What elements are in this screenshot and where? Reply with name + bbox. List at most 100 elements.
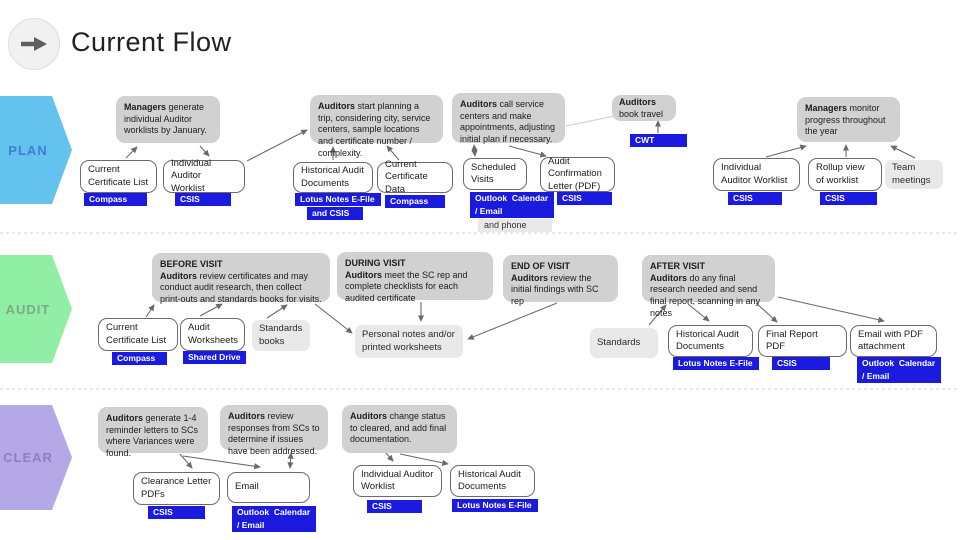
activity-bold: Auditors xyxy=(106,413,143,423)
lane-plan-label: PLAN xyxy=(8,142,48,158)
activity-header: DURING VISIT xyxy=(345,258,406,268)
artifact-label: Historical Audit Documents xyxy=(458,468,521,492)
system-chip-csis: CSIS xyxy=(367,500,422,513)
artifact-label: Email xyxy=(235,481,259,493)
activity-managers-generate-worklists: Managers generate individual Auditor wor… xyxy=(116,96,220,143)
artifact-label: Clearance Letter PDFs xyxy=(141,476,212,500)
activity-bold: Auditors xyxy=(650,272,687,283)
activity-text: review responses from SCs to determine i… xyxy=(228,411,320,457)
system-chip-shared-drive: Shared Drive xyxy=(183,351,247,364)
artifact-email-with-pdf: Email with PDF attachment xyxy=(850,325,937,357)
activity-text: call service centers and make appointmen… xyxy=(460,99,556,145)
artifact-current-certificate-list: Current Certificate List xyxy=(80,160,157,193)
note-label: Standards books xyxy=(259,323,303,347)
activity-bold: Auditors xyxy=(511,272,548,283)
note-team-meetings: Team meetings xyxy=(885,160,943,189)
artifact-email: Email xyxy=(227,472,310,503)
activity-reminder-letters: Auditors generate 1-4 reminder letters t… xyxy=(98,407,208,458)
activity-before-visit: BEFORE VISIT Auditors review certificate… xyxy=(152,253,330,305)
system-chip-lotus-notes: Lotus Notes E-File xyxy=(673,357,759,370)
activity-auditors-plan-trip: Auditors start planning a trip, consider… xyxy=(310,95,443,158)
artifact-label: Historical Audit Documents xyxy=(301,165,364,189)
activity-text: meet the SC rep and complete checklists … xyxy=(345,269,468,304)
artifact-label: Audit Worksheets xyxy=(188,322,238,346)
note-standards-books: Standards books xyxy=(252,320,310,351)
artifact-historical-audit-documents: Historical Audit Documents xyxy=(450,465,535,497)
activity-text: monitor progress throughout the year xyxy=(805,103,886,137)
activity-text: review certificates and may conduct audi… xyxy=(160,270,322,305)
note-standards: Standards xyxy=(590,328,658,358)
artifact-individual-auditor-worklist: Individual Auditor Worklist xyxy=(353,465,442,497)
activity-auditors-call-service-centers: Auditors call service centers and make a… xyxy=(452,93,565,145)
system-chip-cwt: CWT xyxy=(630,134,687,147)
activity-text: generate individual Auditor worklists by… xyxy=(124,102,207,136)
system-chip-compass: Compass xyxy=(112,352,167,365)
artifact-label: Individual Auditor Worklist xyxy=(361,468,434,492)
artifact-clearance-letter-pdfs: Clearance Letter PDFs xyxy=(133,472,220,505)
note-label: Team meetings xyxy=(892,162,931,186)
system-chip-outlook-email: Outlook Calendar / Email xyxy=(232,506,317,532)
activity-bold: Auditors xyxy=(160,270,197,281)
system-chip-csis: CSIS xyxy=(772,357,830,370)
artifact-scheduled-visits: Scheduled Visits xyxy=(463,158,527,190)
activity-text: do any final research needed and send fi… xyxy=(650,272,761,318)
activity-bold: Auditors xyxy=(318,101,355,111)
activity-text: start planning a trip, considering city,… xyxy=(318,101,431,158)
system-chip-csis: CSIS xyxy=(557,192,612,205)
lane-clear-label: CLEAR xyxy=(3,450,53,465)
artifact-current-certificate-data: Current Certificate Data xyxy=(377,158,453,195)
note-label: Standards xyxy=(597,336,641,348)
activity-bold: Auditors xyxy=(345,269,382,280)
artifact-label: Current Certificate List xyxy=(88,164,149,188)
artifact-label: Current Certificate Data xyxy=(385,158,428,195)
artifact-label: Individual Auditor Worklist xyxy=(171,157,212,194)
artifact-label: Scheduled Visits xyxy=(471,161,516,185)
system-chip-csis: CSIS xyxy=(148,506,205,519)
artifact-label: Email with PDF attachment xyxy=(858,328,923,352)
artifact-audit-worksheets: Audit Worksheets xyxy=(180,318,245,351)
activity-review-responses: Auditors review responses from SCs to de… xyxy=(220,405,328,456)
activity-header: AFTER VISIT xyxy=(650,261,706,271)
system-chip-lotus-notes: Lotus Notes E-File xyxy=(295,193,381,206)
title-icon-circle xyxy=(8,18,60,70)
activity-text: book travel xyxy=(619,108,664,119)
activity-managers-monitor-progress: Managers monitor progress throughout the… xyxy=(797,97,900,142)
activity-header: BEFORE VISIT xyxy=(160,259,223,269)
activity-end-of-visit: END OF VISIT Auditors review the initial… xyxy=(503,255,618,306)
note-and-phone: and phone xyxy=(478,219,552,232)
system-chip-csis: CSIS xyxy=(728,192,782,205)
artifact-label: Rollup view of worklist xyxy=(816,162,865,186)
artifact-label: Individual Auditor Worklist xyxy=(721,162,788,186)
artifact-individual-auditor-worklist: Individual Auditor Worklist xyxy=(163,157,245,194)
activity-auditors-book-travel: Auditors book travel xyxy=(612,95,676,121)
activity-text: change status to cleared, and add final … xyxy=(350,411,447,445)
system-chip-lotus-notes: Lotus Notes E-File xyxy=(452,499,538,512)
artifact-audit-confirmation-letter: Audit Confirmation Letter (PDF) xyxy=(540,155,615,192)
activity-after-visit: AFTER VISIT Auditors do any final resear… xyxy=(642,255,775,318)
activity-header: END OF VISIT xyxy=(511,261,571,271)
note-label: Personal notes and/or printed worksheets xyxy=(362,329,455,353)
activity-bold: Auditors xyxy=(619,97,656,107)
system-chip-csis: CSIS xyxy=(820,192,877,205)
lane-audit-label: AUDIT xyxy=(5,301,51,317)
system-chip-compass: Compass xyxy=(385,195,445,208)
activity-bold: Auditors xyxy=(460,99,497,109)
system-chip-outlook-email: Outlook Calendar / Email xyxy=(470,192,555,218)
arrow-right-icon xyxy=(21,37,47,51)
artifact-label: Audit Confirmation Letter (PDF) xyxy=(548,155,602,192)
artifact-label: Final Report PDF xyxy=(766,328,818,352)
artifact-rollup-view-worklist: Rollup view of worklist xyxy=(808,158,882,191)
page-title: Current Flow xyxy=(71,27,232,57)
activity-bold: Auditors xyxy=(350,411,387,421)
activity-during-visit: DURING VISIT Auditors meet the SC rep an… xyxy=(337,252,493,304)
system-chip-and-csis: and CSIS xyxy=(307,207,363,220)
artifact-final-report-pdf: Final Report PDF xyxy=(758,325,847,357)
activity-text: generate 1-4 reminder letters to SCs whe… xyxy=(106,413,199,459)
artifact-historical-audit-documents: Historical Audit Documents xyxy=(668,325,753,357)
artifact-individual-auditor-worklist: Individual Auditor Worklist xyxy=(713,158,800,191)
artifact-current-certificate-list: Current Certificate List xyxy=(98,318,178,351)
activity-bold: Auditors xyxy=(228,411,265,421)
artifact-label: Current Certificate List xyxy=(106,322,167,346)
